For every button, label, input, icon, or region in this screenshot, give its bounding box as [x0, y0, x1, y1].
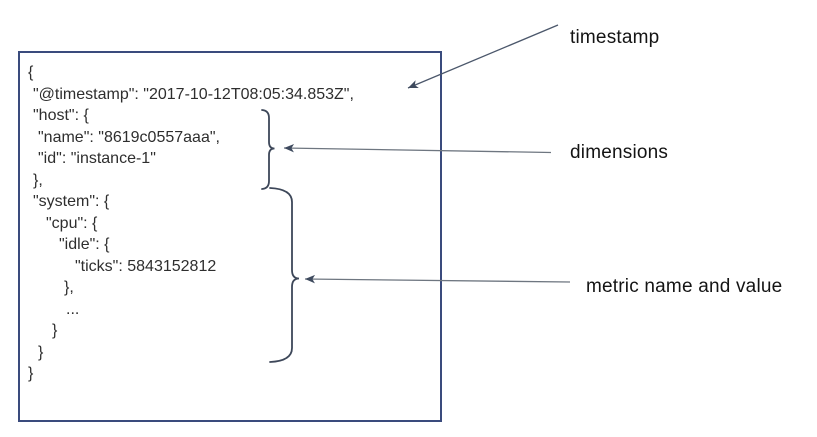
- code-line: {: [28, 64, 34, 81]
- code-line: "host": {: [33, 107, 89, 124]
- annotation-label-dimensions: dimensions: [570, 142, 669, 163]
- json-code: { "@timestamp": "2017-10-12T08:05:34.853…: [20, 62, 440, 385]
- code-line: "ticks": 5843152812: [75, 257, 217, 275]
- code-line: "cpu": {: [46, 214, 98, 232]
- code-line: "idle": {: [59, 236, 110, 253]
- code-line: ...: [66, 300, 80, 318]
- annotation-label-metric-name-and-value: metric name and value: [586, 276, 783, 297]
- code-line: "name": "8619c0557aaa",: [38, 128, 220, 146]
- code-line: }: [52, 322, 58, 339]
- code-line: "@timestamp": "2017-10-12T08:05:34.853Z"…: [33, 85, 354, 103]
- code-line: }: [28, 365, 34, 382]
- code-line: "system": {: [33, 193, 110, 210]
- code-line: "id": "instance-1": [38, 150, 156, 167]
- code-line: },: [64, 279, 74, 296]
- code-line: }: [38, 343, 44, 361]
- annotation-label-timestamp: timestamp: [570, 27, 660, 48]
- json-document-box: { "@timestamp": "2017-10-12T08:05:34.853…: [18, 51, 442, 422]
- code-line: },: [33, 171, 43, 189]
